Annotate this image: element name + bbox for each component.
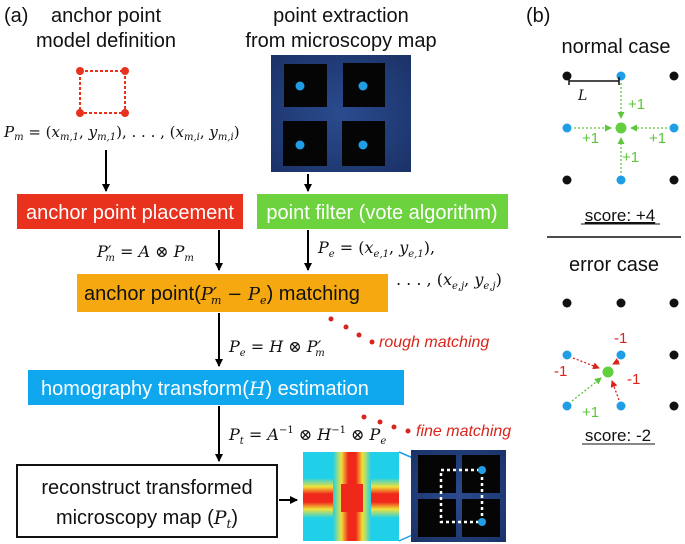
- normal-vote-right: +1: [649, 130, 666, 147]
- error-case-title: error case: [569, 254, 659, 276]
- panel-b-label: (b): [526, 5, 550, 27]
- reconstruct-label-line2: microscopy map (Pt): [56, 507, 238, 531]
- fine-matching-label: fine matching: [416, 423, 511, 440]
- pe-formula-line1: Pe = (xe,1, ye,1),: [317, 238, 435, 260]
- normal-vote-top: +1: [628, 96, 645, 113]
- rough-matching-label: rough matching: [379, 334, 489, 351]
- error-case-vote-arrows: [571, 357, 620, 402]
- header-anchor-model-line1: anchor point: [51, 5, 162, 27]
- header-point-extraction-line1: point extraction: [273, 5, 409, 27]
- fine-matching-dots: [361, 414, 411, 434]
- normal-vote-left: +1: [582, 130, 599, 147]
- matching-box: [77, 274, 388, 312]
- header-anchor-model-line2: model definition: [36, 30, 176, 52]
- homography-label: homography transform(H) estimation: [41, 378, 369, 400]
- pt-formula: Pt = A−1 ⊗ H−1 ⊗ Pe: [228, 425, 386, 447]
- error-vote-left: -1: [554, 363, 567, 380]
- point-filter-label: point filter (vote algorithm): [266, 202, 497, 224]
- pm-prime-formula: P′m = A ⊗ Pm: [96, 242, 194, 264]
- error-case-grid: [562, 298, 679, 411]
- error-vote-top: -1: [614, 330, 627, 347]
- anchor-model-square: [76, 67, 129, 117]
- zoomed-microscopy-image: [411, 450, 506, 542]
- error-vote-bottom: +1: [582, 404, 599, 421]
- pm-formula: Pm = (xm,1, ym,1), . . . , (xm,i, ym,i): [3, 123, 240, 143]
- anchor-placement-label: anchor point placement: [26, 202, 234, 224]
- error-case-score: score: -2: [585, 426, 651, 445]
- normal-vote-bottom: +1: [622, 149, 639, 166]
- heatmap-image: [303, 452, 399, 541]
- pe-formula-line2: . . . , (xe,j, ye,j): [396, 270, 502, 292]
- panel-a-label: (a): [4, 5, 28, 27]
- anchor-placement-box: [17, 194, 243, 229]
- reconstruct-label-line1: reconstruct transformed: [41, 477, 252, 499]
- error-vote-right: -1: [627, 371, 640, 388]
- pe-h-formula: Pe = H ⊗ P′m: [228, 337, 325, 359]
- rough-matching-dots: [328, 316, 375, 345]
- normal-case-length-bar: [568, 77, 620, 85]
- normal-case-score: score: +4: [585, 206, 655, 225]
- normal-case-grid: [562, 71, 679, 185]
- normal-length-label: L: [577, 88, 587, 104]
- homography-box: [28, 370, 404, 405]
- normal-case-title: normal case: [562, 36, 671, 58]
- normal-case-vote-arrows: [574, 83, 667, 173]
- reconstruct-box: [16, 464, 278, 538]
- matching-label: anchor point(P′m − Pe) matching: [84, 283, 360, 307]
- header-point-extraction-line2: from microscopy map: [245, 30, 436, 52]
- microscopy-image: [271, 55, 411, 172]
- point-filter-box: [257, 194, 508, 229]
